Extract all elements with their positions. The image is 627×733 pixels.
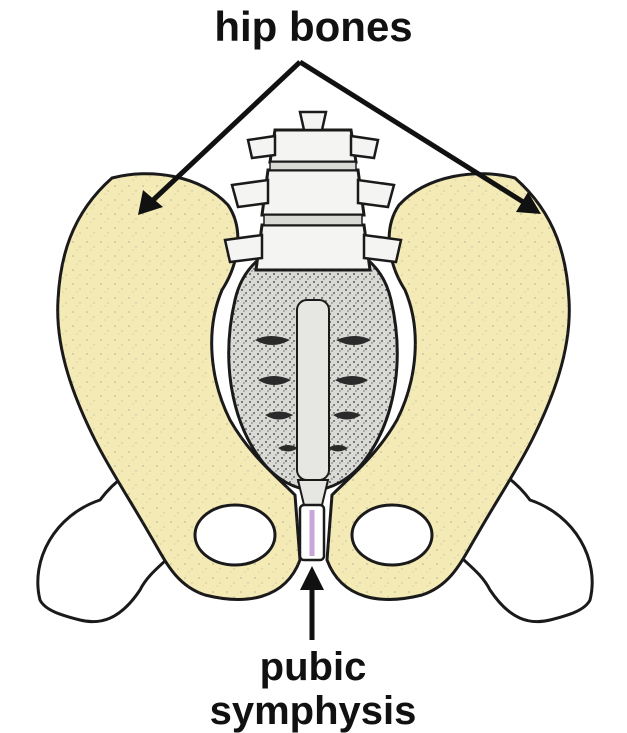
pubic-symphysis-label: pubic symphysis [163,645,463,733]
sacral-median-crest [297,300,329,480]
lumbar-vertebrae [225,112,401,270]
pubic-symphysis-label-line2: symphysis [163,689,463,733]
pubic-symphysis-pointer-arrow [300,566,324,640]
left-obturator-foramen [195,505,275,565]
hip-bones-label: hip bones [0,6,627,48]
coccyx [298,480,328,505]
pubic-symphysis-label-line1: pubic [163,645,463,689]
right-obturator-foramen [352,505,432,565]
